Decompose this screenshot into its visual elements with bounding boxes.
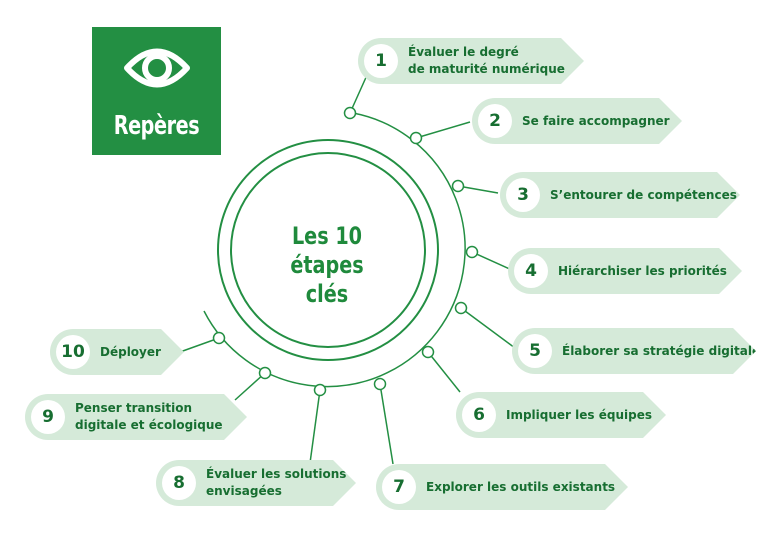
step-label: Penser transition digitale et écologique: [75, 400, 223, 434]
step-label: Hiérarchiser les priorités: [558, 263, 727, 278]
step-number: 8: [162, 466, 196, 500]
step-label: S’entourer de compétences: [550, 187, 737, 202]
center-title-line2: étapes clés: [290, 251, 364, 308]
step-label: Se faire accompagner: [522, 113, 670, 128]
step-1: 1 Évaluer le degré de maturité numérique: [358, 38, 584, 84]
step-4: 4 Hiérarchiser les priorités: [508, 248, 742, 294]
eye-icon: [124, 48, 190, 88]
step-label-line1: Évaluer le degré: [408, 45, 519, 59]
step-7: 7 Explorer les outils existants: [376, 464, 628, 510]
step-10: 10 Déployer: [50, 329, 184, 375]
badge-title: Repères: [113, 111, 200, 141]
center-title: Les 10 étapes clés: [275, 222, 379, 309]
step-6: 6 Impliquer les équipes: [456, 392, 666, 438]
step-number: 5: [518, 334, 552, 368]
step-9: 9 Penser transition digitale et écologiq…: [25, 394, 247, 440]
step-number: 3: [506, 178, 540, 212]
step-label-line2: digitale et écologique: [75, 418, 223, 432]
step-label-line2: envisagées: [206, 484, 282, 498]
step-label: Évaluer les solutions envisagées: [206, 466, 346, 500]
center-title-line1: Les 10: [291, 222, 363, 250]
step-number: 2: [478, 104, 512, 138]
step-3: 3 S’entourer de compétences: [500, 172, 740, 218]
step-label: Déployer: [100, 344, 161, 359]
step-label: Évaluer le degré de maturité numérique: [408, 44, 565, 78]
step-number: 4: [514, 254, 548, 288]
step-label-line1: Évaluer les solutions: [206, 467, 347, 481]
step-label: Impliquer les équipes: [506, 407, 652, 422]
step-label-line1: Penser transition: [75, 401, 193, 415]
step-number: 10: [56, 335, 90, 369]
reperes-badge: Repères: [92, 27, 221, 155]
step-label: Élaborer sa stratégie digitale: [562, 343, 761, 358]
step-number: 6: [462, 398, 496, 432]
step-5: 5 Élaborer sa stratégie digitale: [512, 328, 756, 374]
step-number: 1: [364, 44, 398, 78]
step-label-line2: de maturité numérique: [408, 62, 565, 76]
step-2: 2 Se faire accompagner: [472, 98, 682, 144]
step-number: 7: [382, 470, 416, 504]
step-number: 9: [31, 400, 65, 434]
step-8: 8 Évaluer les solutions envisagées: [156, 460, 356, 506]
step-label: Explorer les outils existants: [426, 479, 616, 494]
